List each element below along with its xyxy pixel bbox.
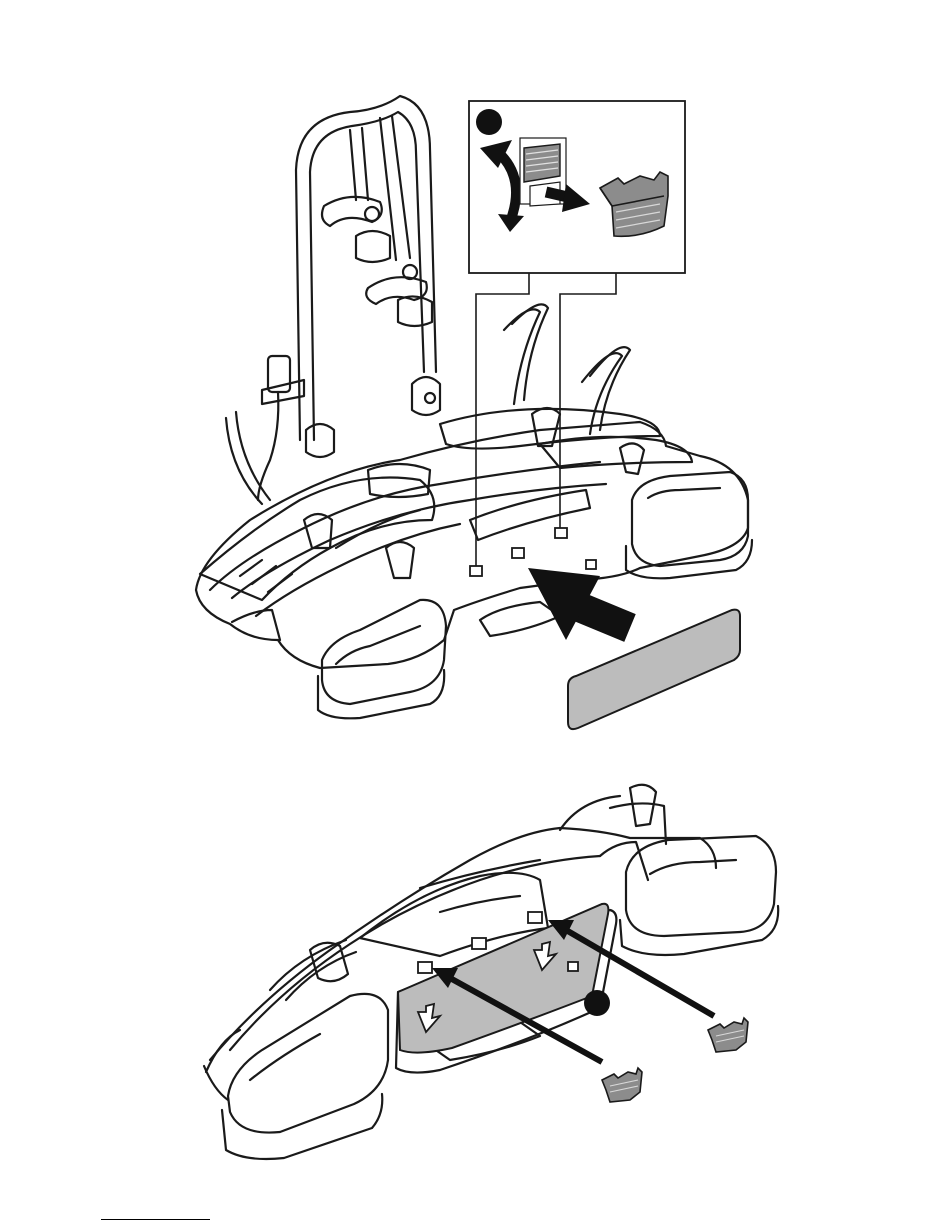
installed-cover-plate (398, 904, 608, 1053)
tail-light-right (626, 472, 752, 578)
mounting-slot (555, 528, 567, 538)
mounting-slot (472, 938, 486, 949)
cover-clip-left (602, 1068, 642, 1102)
footer-rule (101, 1219, 210, 1220)
pivot-knobs (306, 377, 440, 457)
wheel-strap-loops (226, 304, 630, 504)
callout-leader-lines (476, 273, 616, 566)
mounting-slot (586, 560, 596, 569)
mounting-slot (512, 548, 524, 558)
mounting-slot (528, 912, 542, 923)
mounting-slot (470, 566, 482, 576)
cover-clip-right (708, 1018, 748, 1052)
tail-light-left (318, 600, 446, 718)
step-marker-circle (584, 990, 610, 1016)
mounting-slot (568, 962, 578, 971)
base-body-closeup (204, 785, 716, 1100)
step-marker-circle (476, 109, 502, 135)
cable-plug (258, 356, 304, 500)
detail-callout-box (469, 101, 685, 273)
tail-light-right-closeup (620, 836, 778, 955)
lower-platform (480, 602, 560, 636)
carrier-base-body (196, 422, 748, 668)
cover-clips (602, 1018, 748, 1102)
mounting-slot (418, 962, 432, 973)
